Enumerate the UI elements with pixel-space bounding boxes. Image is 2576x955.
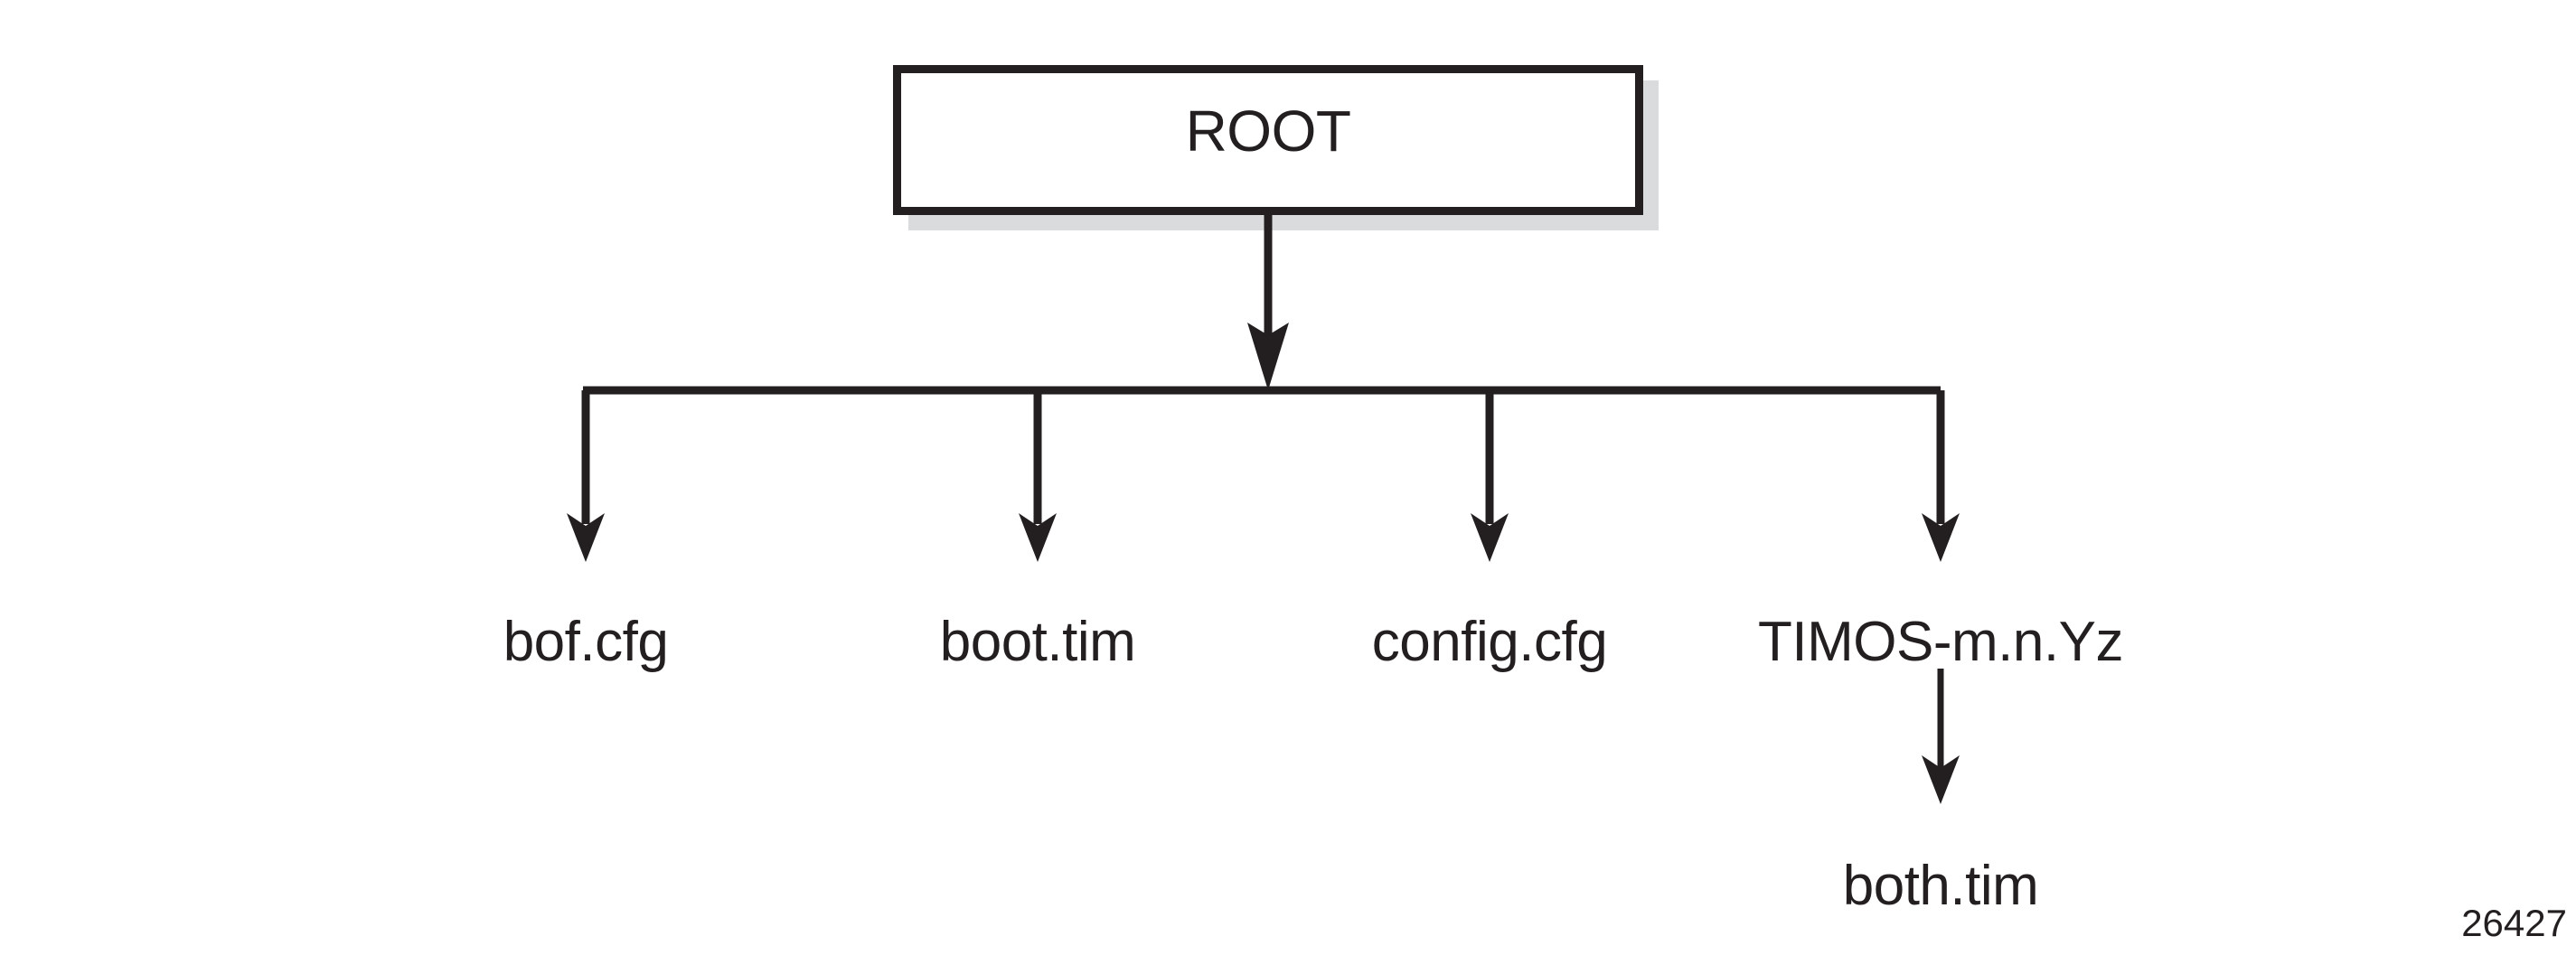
bus-to-config-arrowhead	[1471, 513, 1509, 562]
root-node-label: ROOT	[1185, 98, 1351, 164]
figure-number: 26427	[2461, 902, 2567, 944]
node-label-config-cfg: config.cfg	[1371, 611, 1608, 673]
bus-to-boot-arrowhead	[1019, 513, 1057, 562]
timos-to-both-arrowhead	[1922, 755, 1960, 804]
node-label-timos: TIMOS-m.n.Yz	[1758, 611, 2123, 673]
node-label-both-tim: both.tim	[1842, 855, 2039, 917]
root-to-bus-arrowhead	[1247, 323, 1289, 390]
node-label-boot-tim: boot.tim	[939, 611, 1136, 673]
bus-to-bof-arrowhead	[567, 513, 605, 562]
root-box[interactable]	[893, 65, 1643, 215]
node-label-bof-cfg: bof.cfg	[503, 611, 669, 673]
bus-to-timos-arrowhead	[1922, 513, 1960, 562]
